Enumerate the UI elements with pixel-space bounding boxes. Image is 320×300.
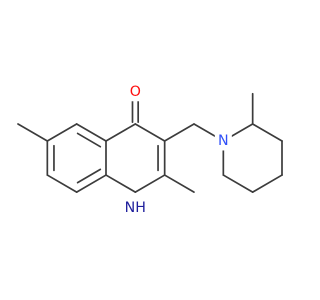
bond	[251, 174, 283, 193]
bond	[105, 174, 137, 193]
bond	[46, 123, 78, 142]
bond	[75, 174, 107, 193]
benzene-ring	[46, 123, 107, 193]
bond	[75, 123, 107, 142]
bond	[105, 123, 137, 142]
double-bond-inner	[76, 168, 102, 184]
ring-nh-atom: NH	[123, 198, 148, 218]
pyridone-ring	[105, 123, 166, 193]
piperidine-n-label: N	[218, 133, 229, 149]
bond	[251, 123, 283, 142]
double-bond-inner	[76, 132, 102, 148]
bond	[46, 174, 78, 193]
methyl-bond-2	[163, 174, 195, 193]
piperidine-n-atom: N	[214, 131, 232, 151]
ring-nh-label: NH	[125, 200, 146, 216]
oxygen-atom: O	[126, 82, 144, 102]
bond	[134, 174, 166, 193]
oxygen-label: O	[130, 84, 141, 100]
bond	[222, 174, 254, 193]
methylene-bond	[163, 123, 195, 142]
piperidine-ring	[222, 123, 283, 193]
molecule-group: O NH N	[17, 82, 283, 218]
bond	[134, 123, 166, 142]
molecule-structure-diagram: O NH N	[17, 82, 283, 218]
methyl-bond-6	[17, 123, 49, 142]
